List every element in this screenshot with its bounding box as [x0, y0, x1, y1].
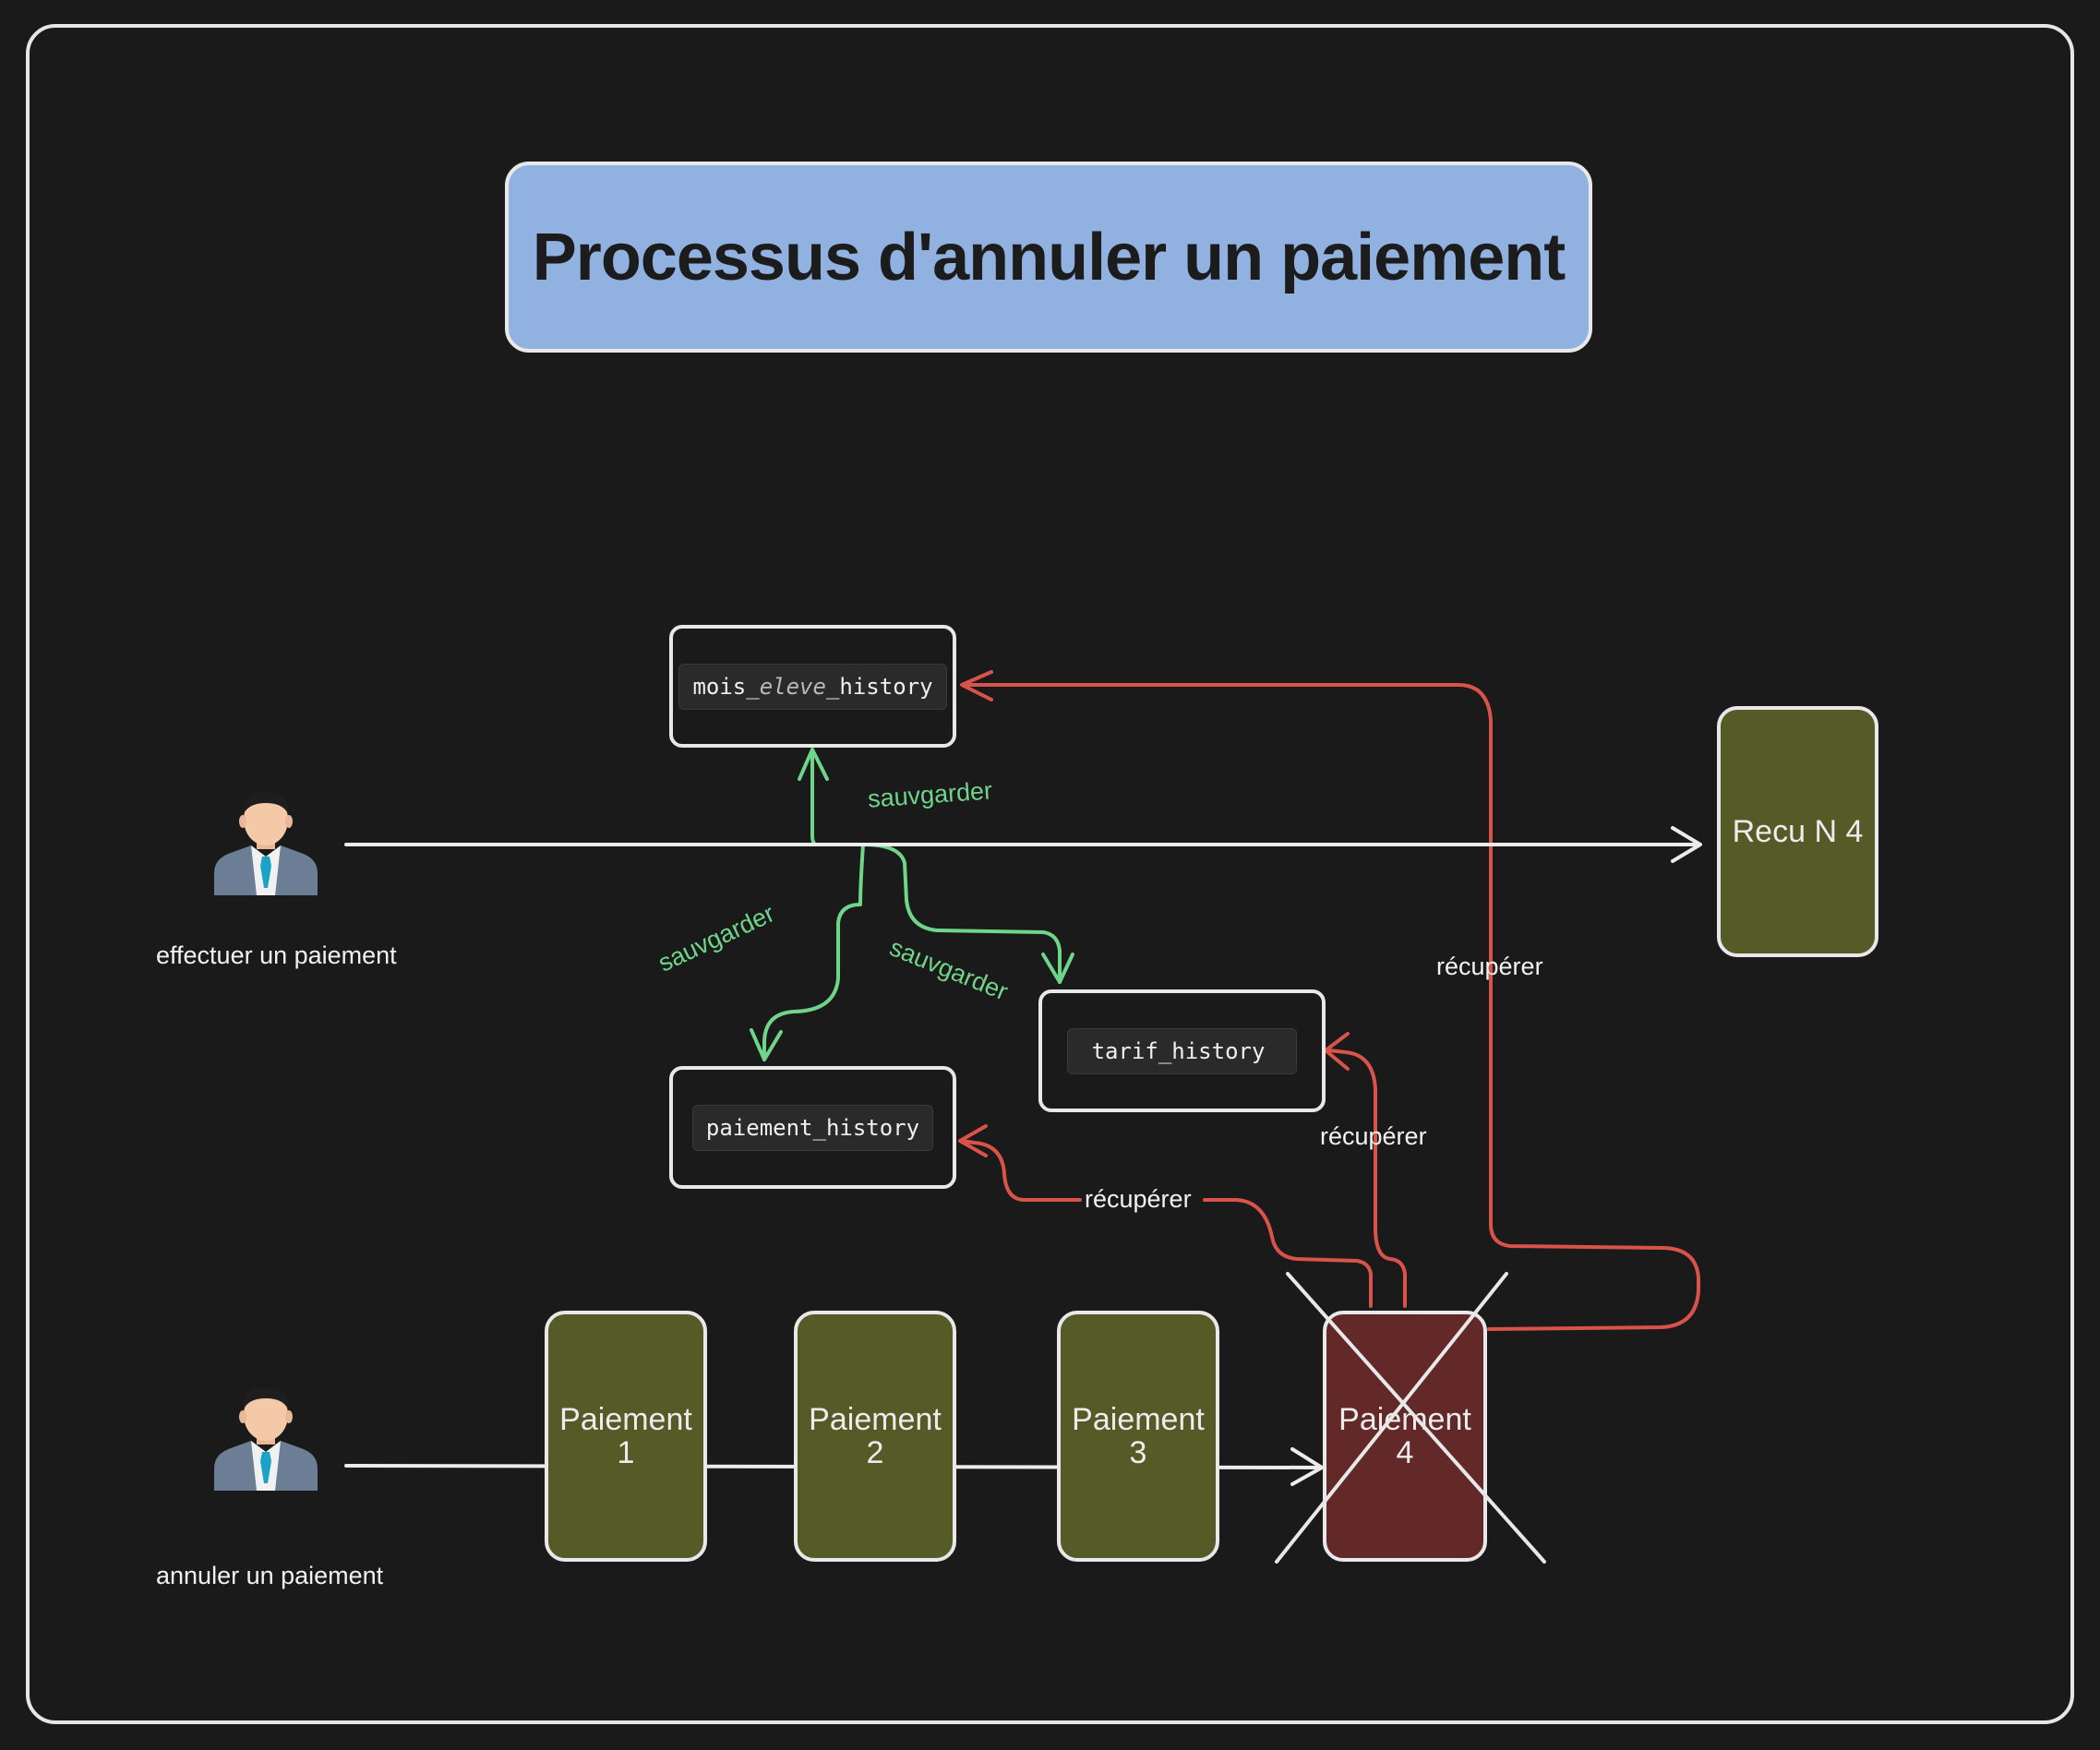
table-tarif-history-label: tarif_history	[1066, 1027, 1298, 1074]
save-arrow-to-paiement-history	[762, 843, 865, 1061]
arrowhead-receipt	[1671, 826, 1702, 863]
table-paiement-history-label: paiement_history	[691, 1104, 934, 1151]
edge-label-recover-right: récupérer	[1436, 953, 1543, 980]
save-arrowhead-paiement	[750, 1028, 783, 1061]
diagram-title: Processus d'annuler un paiement	[505, 162, 1592, 353]
outer-frame	[26, 24, 2074, 1724]
recover-connectors	[958, 670, 1700, 1331]
payment-card-3-number: 3	[1129, 1435, 1147, 1470]
table-paiement-history[interactable]: paiement_history	[669, 1066, 956, 1189]
save-arrow-to-tarif-history	[861, 843, 1062, 984]
payment-card-2-number: 2	[866, 1435, 884, 1470]
payment-card-4-cancelled[interactable]: Paiement 4	[1323, 1311, 1487, 1562]
save-arrowhead-mois	[798, 748, 829, 781]
edge-label-save-left: sauvgarder	[654, 899, 779, 977]
payment-card-1-number: 1	[617, 1435, 635, 1470]
payment-card-4-number: 4	[1396, 1435, 1414, 1470]
recover-arrowhead-paiement	[958, 1124, 988, 1157]
save-connectors	[750, 748, 1074, 1061]
table-tarif-history[interactable]: tarif_history	[1038, 989, 1326, 1112]
actor-label-effectuer: effectuer un paiement	[156, 941, 397, 969]
recover-arrow-to-tarif-history	[1327, 1049, 1407, 1308]
payment-card-2-title: Paiement	[809, 1402, 942, 1437]
recover-arrowhead-mois	[960, 670, 993, 701]
cancel-cross-icon	[1275, 1272, 1546, 1564]
payment-card-3-title: Paiement	[1072, 1402, 1205, 1437]
payment-card-4-title: Paiement	[1338, 1402, 1471, 1437]
recover-arrowhead-tarif	[1324, 1032, 1350, 1071]
recover-arrow-to-paiement-history-b	[961, 1139, 1082, 1202]
save-arrowhead-tarif	[1041, 953, 1074, 984]
receipt-label: Recu N 4	[1732, 814, 1864, 849]
edge-label-recover-bottom: récupérer	[1085, 1185, 1192, 1213]
payment-card-1[interactable]: Paiement 1	[545, 1311, 707, 1562]
edge-label-save-right: sauvgarder	[885, 933, 1013, 1006]
table-mois-eleve-history-label: mois_eleve_history	[678, 663, 947, 710]
edge-label-save-top: sauvgarder	[867, 776, 993, 813]
recover-arrow-to-paiement-history	[1203, 1198, 1373, 1308]
table-mois-eleve-history[interactable]: mois_eleve_history	[669, 625, 956, 748]
actor-label-annuler: annuler un paiement	[156, 1562, 384, 1589]
payment-card-2[interactable]: Paiement 2	[794, 1311, 956, 1562]
recover-arrow-to-mois-eleve-history	[963, 683, 1700, 1331]
edge-label-recover-mid: récupérer	[1320, 1122, 1427, 1150]
arrowhead-cancel-flow	[1290, 1447, 1324, 1486]
payment-card-1-title: Paiement	[559, 1402, 692, 1437]
receipt-card[interactable]: Recu N 4	[1717, 706, 1878, 957]
payment-card-3[interactable]: Paiement 3	[1057, 1311, 1219, 1562]
